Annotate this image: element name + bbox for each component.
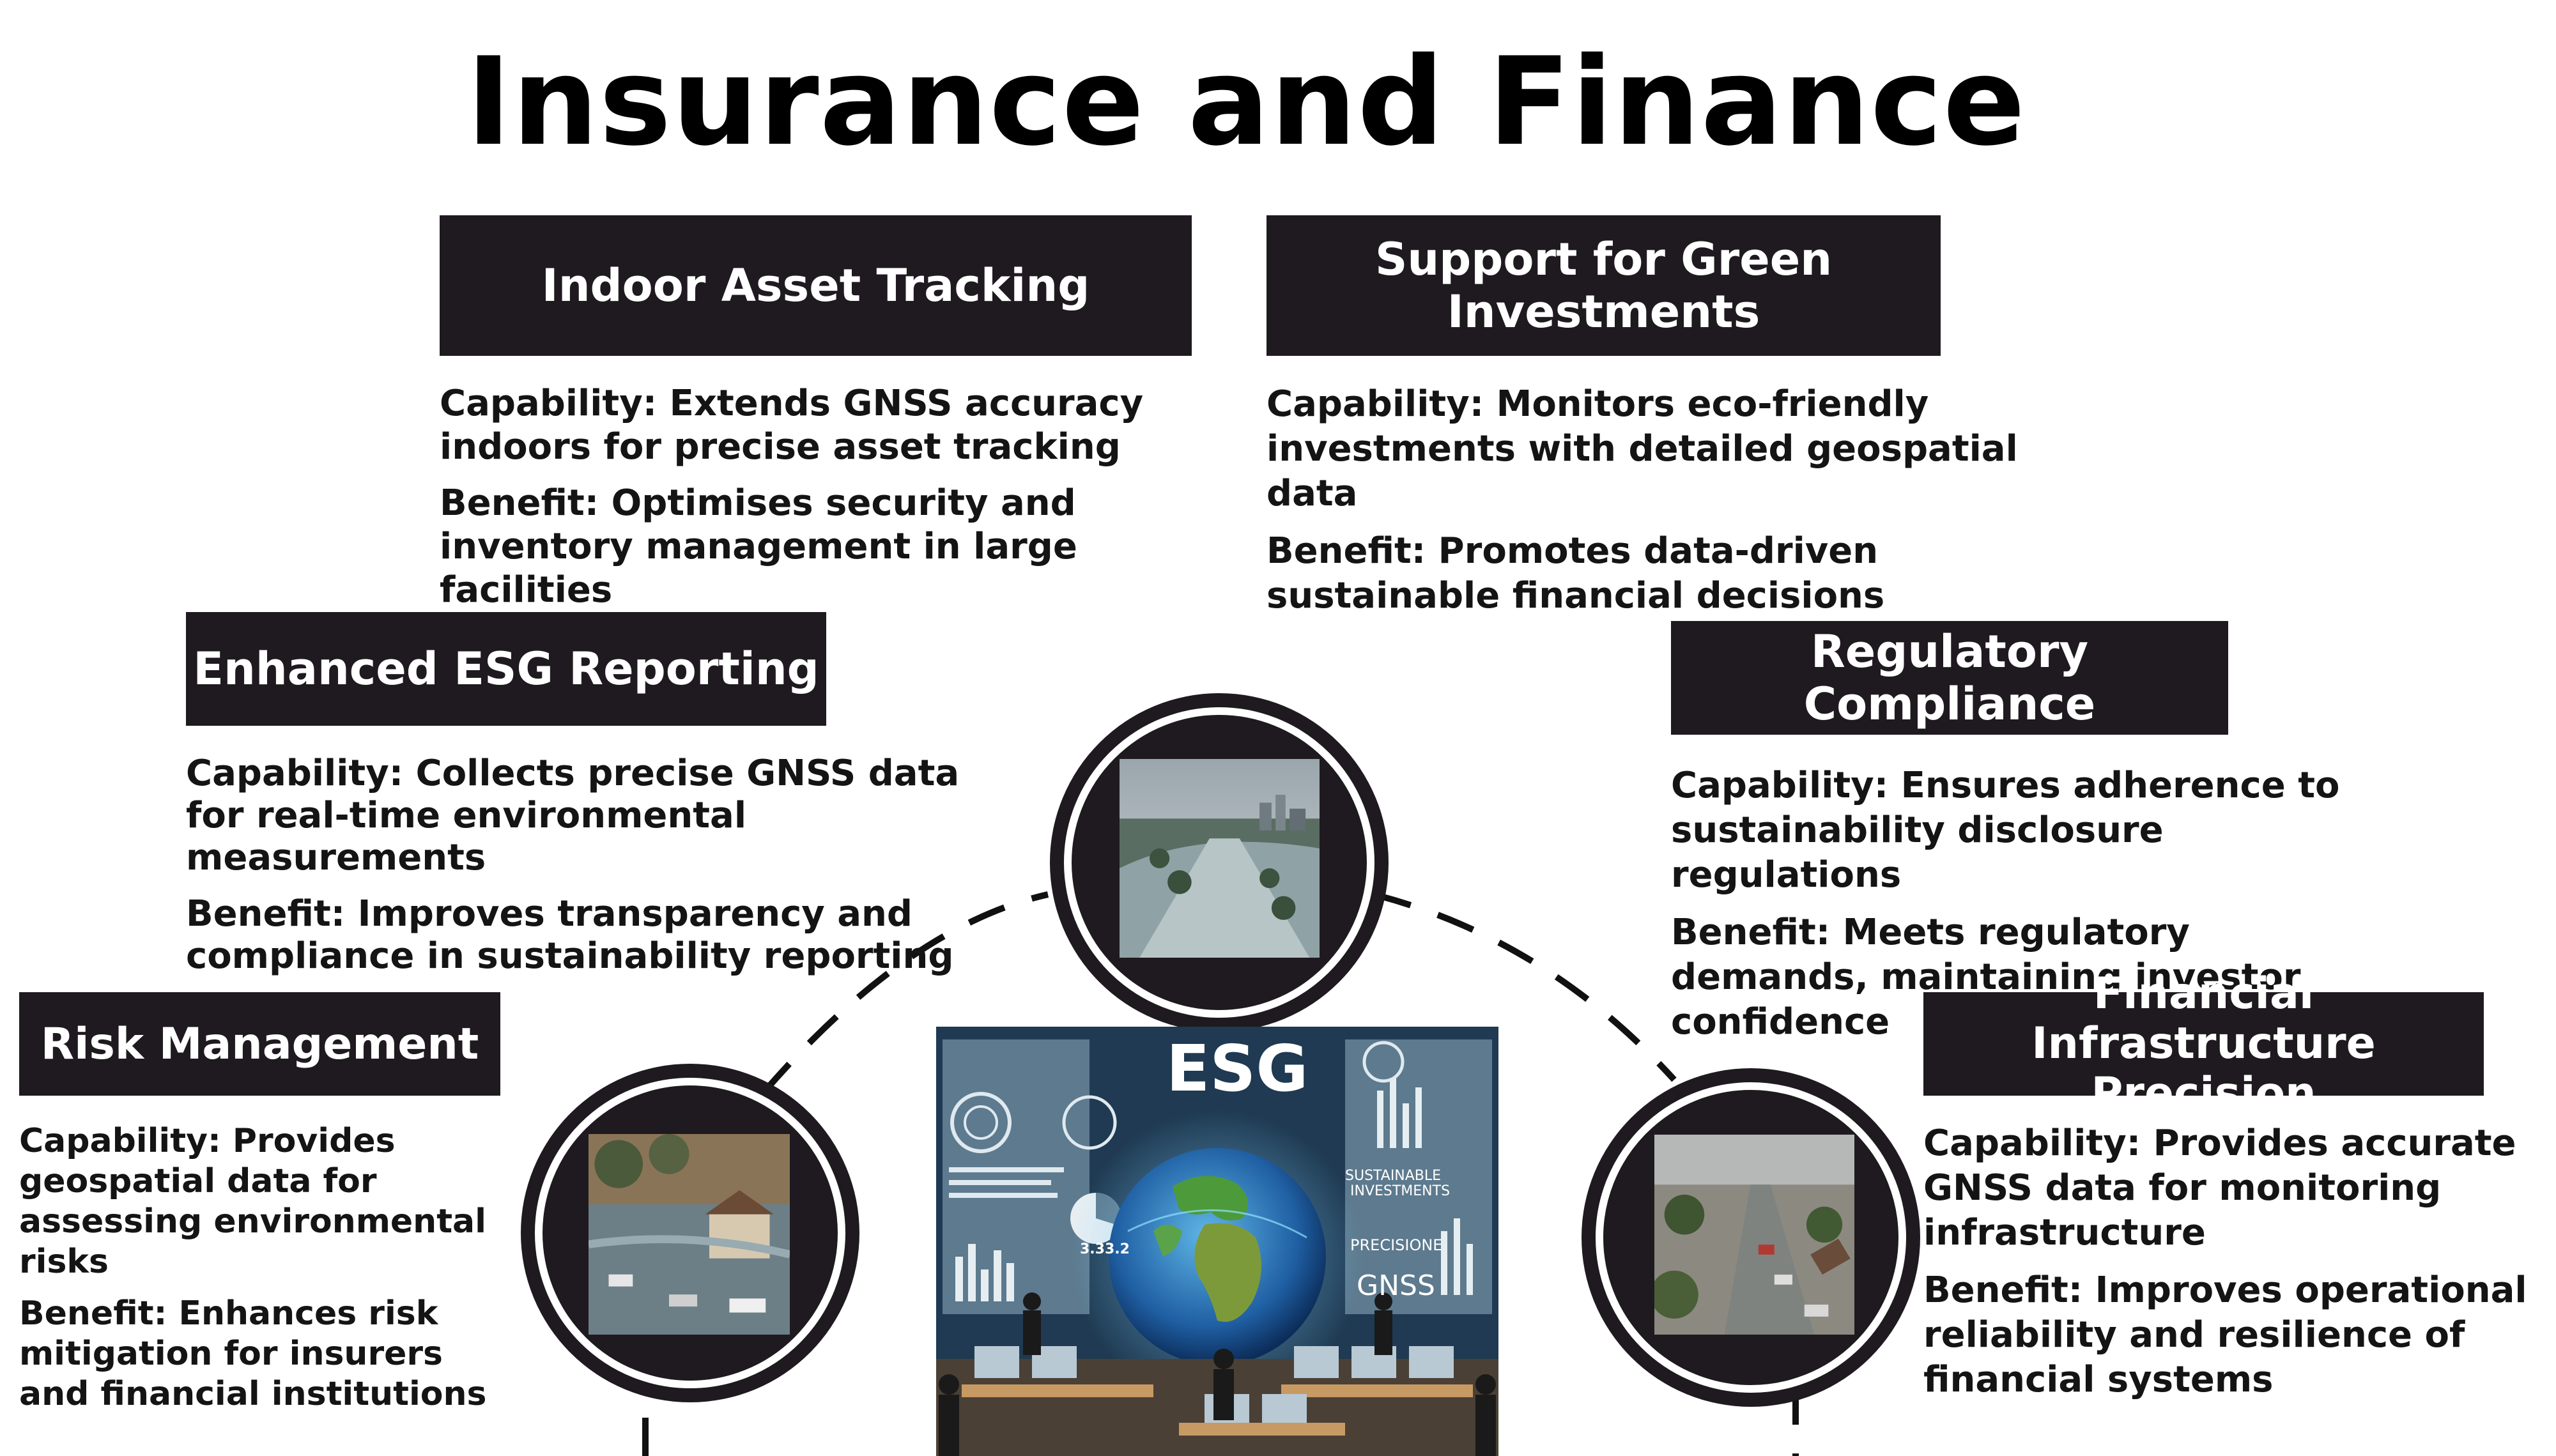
esg-reporting-heading: Enhanced ESG Reporting [186, 612, 826, 726]
infra-heading-line1: Financial Infrastructure [2031, 969, 2376, 1069]
indoor-asset-tracking-description: Capability: Extends GNSS accuracy indoor… [440, 382, 1219, 612]
indoor-benefit: Benefit: Optimises security and inventor… [440, 482, 1077, 611]
precision-label: PRECISIONE [1350, 1236, 1442, 1254]
storm-damage-image [1654, 1135, 1854, 1335]
risk-management-description: Capability: Provides geospatial data for… [19, 1121, 505, 1414]
esg-reporting-description: Capability: Collects precise GNSS data f… [186, 753, 991, 977]
regulatory-capability: Capability: Ensures adherence to sustain… [1671, 765, 2340, 896]
financial-infrastructure-description: Capability: Provides accurate GNSS data … [1923, 1121, 2556, 1402]
indoor-capability: Capability: Extends GNSS accuracy indoor… [440, 383, 1144, 468]
green-investments-heading: Support for Green Investments [1266, 215, 1941, 356]
page-title: Insurance and Finance [466, 31, 2026, 172]
regulatory-compliance-heading: Regulatory Compliance [1671, 621, 2228, 735]
financial-infrastructure-heading: Financial Infrastructure Precision [1923, 969, 2484, 1119]
infra-capability: Capability: Provides accurate GNSS data … [1923, 1123, 2516, 1253]
risk-management-heading: Risk Management [19, 992, 500, 1096]
sustainable-label-2: INVESTMENTS [1350, 1183, 1450, 1199]
esg-capability: Capability: Collects precise GNSS data f… [186, 753, 960, 878]
risk-benefit: Benefit: Enhances risk mitigation for in… [19, 1294, 487, 1413]
esg-heading-text: Enhanced ESG Reporting [193, 643, 819, 695]
esg-dashboard-image: ESG SUSTAINABLE INVESTMENTS PRECISIONE G… [936, 1027, 1498, 1456]
flooded-town-image [589, 1134, 790, 1335]
risk-capability: Capability: Provides geospatial data for… [19, 1122, 486, 1281]
version-label: 3.33.2 [1080, 1241, 1130, 1257]
infra-heading-line2: Precision [2091, 1068, 2316, 1119]
esg-benefit: Benefit: Improves transparency and compl… [186, 893, 954, 977]
regulatory-heading-text: Regulatory Compliance [1803, 625, 2096, 730]
esg-headline: ESG [1166, 1031, 1308, 1106]
risk-heading-text: Risk Management [40, 1018, 479, 1069]
gnss-label: GNSS [1357, 1269, 1435, 1302]
flooded-city-image [1120, 759, 1320, 958]
sustainable-label-1: SUSTAINABLE [1345, 1168, 1441, 1184]
regulatory-benefit: Benefit: Meets regulatory demands, maint… [1671, 912, 2301, 1043]
indoor-heading-text: Indoor Asset Tracking [541, 259, 1090, 312]
infra-benefit: Benefit: Improves operational reliabilit… [1923, 1269, 2527, 1400]
green-capability: Capability: Monitors eco-friendly invest… [1266, 383, 2018, 514]
green-heading-text: Support for Green Investments [1374, 233, 1833, 338]
green-investments-description: Capability: Monitors eco-friendly invest… [1266, 382, 2097, 618]
regulatory-compliance-description: Capability: Ensures adherence to sustain… [1671, 763, 2374, 1045]
green-benefit: Benefit: Promotes data-driven sustainabl… [1266, 530, 1885, 617]
indoor-asset-tracking-heading: Indoor Asset Tracking [440, 215, 1192, 356]
